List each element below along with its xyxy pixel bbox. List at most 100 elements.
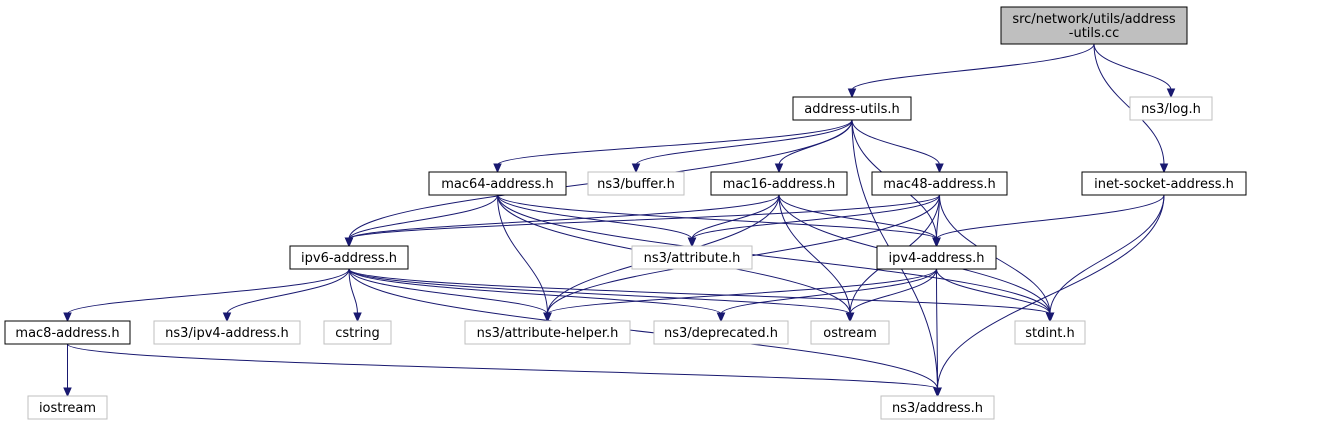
edge-ipv6-to-ipv4-ns3 bbox=[226, 268, 350, 315]
node-label-mac64-line-1: mac64-address.h bbox=[441, 177, 553, 192]
node-box-inet bbox=[1081, 171, 1247, 196]
edge-ipv6-to-stdint bbox=[348, 268, 1051, 315]
arrowhead-address-utils-to-mac16 bbox=[774, 163, 784, 174]
node-iostream: iostream bbox=[27, 395, 108, 420]
node-label-address-utils-line-1: address-utils.h bbox=[804, 102, 899, 117]
node-ipv4[interactable]: ipv4-address.h bbox=[876, 245, 997, 270]
edge-root-to-inet bbox=[1093, 43, 1165, 166]
node-label-inet-line-1: inet-socket-address.h bbox=[1094, 177, 1234, 192]
edge-mac48-to-attribute bbox=[691, 194, 940, 240]
node-label-root-line-1: src/network/utils/address bbox=[1012, 12, 1176, 27]
node-mac16[interactable]: mac16-address.h bbox=[710, 171, 848, 196]
node-label-attribute-line-1: ns3/attribute.h bbox=[644, 251, 741, 266]
arrowhead-address-utils-to-buffer bbox=[631, 163, 641, 174]
arrowhead-ipv6-to-cstring bbox=[353, 312, 362, 323]
edge-mac64-to-stdint bbox=[497, 194, 1051, 315]
node-box-attr-helper bbox=[464, 320, 631, 345]
node-label-deprecated-line-1: ns3/deprecated.h bbox=[664, 326, 778, 341]
node-deprecated: ns3/deprecated.h bbox=[653, 320, 789, 345]
edge-mac16-to-ipv4 bbox=[778, 194, 937, 240]
node-mac48[interactable]: mac48-address.h bbox=[871, 171, 1008, 196]
edge-mac48-to-ipv6 bbox=[348, 194, 940, 240]
node-box-address-utils bbox=[792, 96, 912, 121]
arrowhead-ipv4-to-stdint bbox=[1045, 312, 1055, 323]
arrowhead-mac8-to-iostream bbox=[63, 387, 72, 398]
edge-ipv6-to-attr-helper bbox=[348, 268, 548, 315]
node-buffer: ns3/buffer.h bbox=[587, 171, 685, 196]
node-label-address-line-1: ns3/address.h bbox=[892, 401, 983, 416]
edge-root-to-log bbox=[1093, 43, 1172, 91]
node-box-mac16 bbox=[710, 171, 848, 196]
node-ostream: ostream bbox=[810, 320, 890, 345]
edge-ipv6-to-ostream bbox=[348, 268, 851, 315]
edge-inet-to-address bbox=[937, 194, 1165, 390]
arrowhead-address-utils-to-mac64 bbox=[493, 163, 502, 174]
arrowhead-ipv4-to-attr-helper bbox=[543, 312, 552, 323]
node-box-ipv4-ns3 bbox=[153, 320, 301, 345]
edge-address-utils-to-mac64 bbox=[497, 119, 853, 166]
edge-address-utils-to-mac48 bbox=[851, 119, 940, 166]
node-box-buffer bbox=[587, 171, 685, 196]
node-box-stdint bbox=[1014, 320, 1086, 345]
node-root[interactable]: src/network/utils/address-utils.cc bbox=[1000, 6, 1188, 45]
node-label-mac8-line-1: mac8-address.h bbox=[15, 326, 119, 341]
node-cstring: cstring bbox=[323, 320, 392, 345]
arrowhead-ipv4-to-ostream bbox=[845, 312, 855, 323]
node-box-log bbox=[1129, 96, 1213, 121]
node-box-attribute bbox=[631, 245, 753, 270]
node-label-mac16-line-1: mac16-address.h bbox=[723, 177, 835, 192]
edge-ipv4-to-ostream bbox=[849, 268, 937, 315]
node-stdint: stdint.h bbox=[1014, 320, 1086, 345]
node-inet[interactable]: inet-socket-address.h bbox=[1081, 171, 1247, 196]
edge-mac16-to-ipv6 bbox=[348, 194, 780, 240]
arrowhead-inet-to-ipv4 bbox=[932, 237, 941, 248]
edge-ipv4-to-deprecated bbox=[720, 268, 937, 315]
edge-root-to-address-utils bbox=[851, 43, 1095, 91]
node-ipv6[interactable]: ipv6-address.h bbox=[289, 245, 409, 270]
node-box-ipv6 bbox=[289, 245, 409, 270]
arrowhead-root-to-inet bbox=[1159, 163, 1169, 174]
edge-inet-to-ipv4 bbox=[936, 194, 1165, 240]
edge-ipv6-to-address bbox=[348, 268, 938, 390]
node-label-ipv6-line-1: ipv6-address.h bbox=[301, 251, 397, 266]
node-label-ipv4-line-1: ipv4-address.h bbox=[889, 251, 985, 266]
node-box-address bbox=[880, 395, 995, 420]
node-address: ns3/address.h bbox=[880, 395, 995, 420]
node-address-utils[interactable]: address-utils.h bbox=[792, 96, 912, 121]
node-log: ns3/log.h bbox=[1129, 96, 1213, 121]
node-box-root bbox=[1000, 6, 1188, 45]
edge-ipv4-to-attr-helper bbox=[547, 268, 937, 315]
node-label-ipv4-ns3-line-1: ns3/ipv4-address.h bbox=[165, 326, 289, 341]
node-label-iostream-line-1: iostream bbox=[39, 401, 96, 416]
edge-ipv6-to-cstring bbox=[348, 268, 358, 315]
edge-mac64-to-ipv4 bbox=[497, 194, 937, 240]
node-label-mac48-line-1: mac48-address.h bbox=[883, 177, 995, 192]
edge-mac16-to-attribute bbox=[691, 194, 780, 240]
node-box-cstring bbox=[323, 320, 392, 345]
node-label-root-line-2: -utils.cc bbox=[1069, 26, 1119, 41]
edge-ipv6-to-mac8 bbox=[67, 268, 350, 315]
node-box-mac8 bbox=[4, 320, 131, 345]
edge-mac64-to-ipv6 bbox=[348, 194, 498, 240]
node-box-ostream bbox=[810, 320, 890, 345]
edge-mac64-to-attribute bbox=[497, 194, 693, 240]
node-label-attr-helper-line-1: ns3/attribute-helper.h bbox=[477, 326, 619, 341]
node-mac64[interactable]: mac64-address.h bbox=[428, 171, 567, 196]
edge-mac8-to-address bbox=[67, 343, 938, 390]
node-box-deprecated bbox=[653, 320, 789, 345]
edge-address-utils-to-buffer bbox=[635, 119, 853, 166]
node-label-cstring-line-1: cstring bbox=[335, 326, 379, 341]
edge-ipv6-to-deprecated bbox=[348, 268, 722, 315]
node-attribute: ns3/attribute.h bbox=[631, 245, 753, 270]
node-mac8[interactable]: mac8-address.h bbox=[4, 320, 131, 345]
node-ipv4-ns3: ns3/ipv4-address.h bbox=[153, 320, 301, 345]
node-attr-helper: ns3/attribute-helper.h bbox=[464, 320, 631, 345]
arrowhead-ipv6-to-mac8 bbox=[63, 312, 72, 323]
nodes-layer: src/network/utils/address-utils.cc addres… bbox=[4, 6, 1247, 420]
edge-inet-to-stdint bbox=[1049, 194, 1165, 315]
node-label-buffer-line-1: ns3/buffer.h bbox=[597, 177, 675, 192]
node-label-stdint-line-1: stdint.h bbox=[1025, 326, 1074, 341]
node-box-iostream bbox=[27, 395, 108, 420]
node-box-mac48 bbox=[871, 171, 1008, 196]
